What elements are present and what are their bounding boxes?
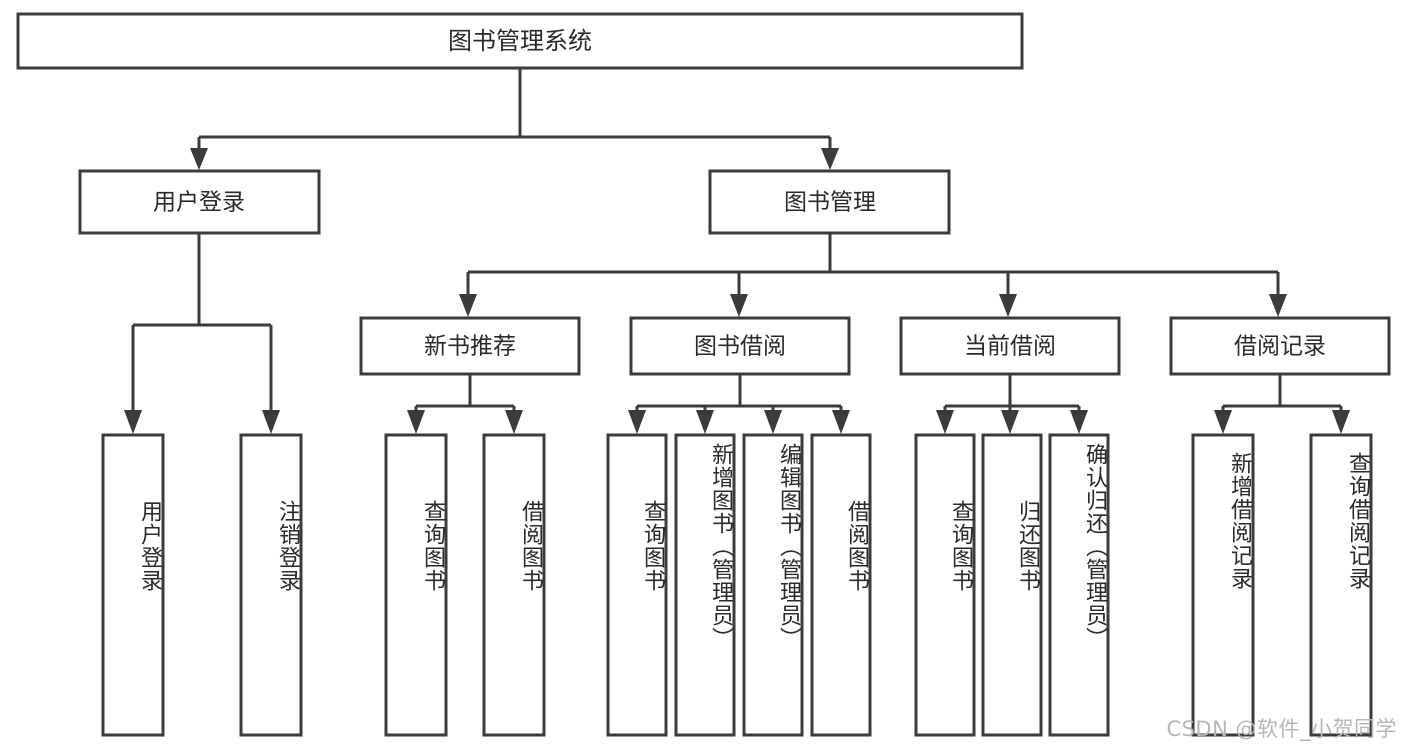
arrow-head-icon: [505, 410, 523, 434]
node-root-label: 图书管理系统: [448, 27, 592, 55]
arrow-head-icon: [628, 410, 646, 434]
leaf-box-user-login[interactable]: [101, 433, 165, 737]
leaf-boxes: [101, 433, 1373, 737]
connector-borrowrecord-to-leaves: [1214, 374, 1350, 434]
node-current-borrow-label: 当前借阅: [964, 334, 1056, 360]
leaf-box-logout[interactable]: [239, 433, 303, 737]
arrow-head-icon: [1001, 410, 1019, 434]
arrow-head-icon: [832, 410, 850, 434]
arrow-head-icon: [764, 410, 782, 434]
leaf-box-add-book[interactable]: [674, 433, 736, 737]
leaf-box-borrow-book-2[interactable]: [810, 433, 872, 737]
arrow-head-icon: [696, 410, 714, 434]
leaf-box-query-record[interactable]: [1309, 433, 1373, 737]
arrow-head-icon: [262, 410, 280, 434]
node-borrow-record-label: 借阅记录: [1234, 334, 1326, 360]
node-book-manage-label: 图书管理: [784, 190, 876, 216]
node-current-borrow[interactable]: 当前借阅: [899, 316, 1121, 376]
leaf-box-edit-book[interactable]: [742, 433, 804, 737]
node-new-book-rec[interactable]: 新书推荐: [359, 316, 581, 376]
node-user-login-label: 用户登录: [153, 190, 245, 216]
leaf-box-query-book-3[interactable]: [914, 433, 976, 737]
node-book-borrow-label: 图书借阅: [694, 334, 786, 360]
leaf-box-confirm-return[interactable]: [1048, 433, 1110, 737]
arrow-head-icon: [936, 410, 954, 434]
connector-bookmanage-to-level3: [459, 233, 1287, 317]
connector-userlogin-to-leaves: [124, 233, 280, 434]
arrow-head-icon: [821, 148, 839, 170]
arrow-head-icon: [730, 294, 748, 317]
node-root[interactable]: 图书管理系统: [16, 12, 1024, 70]
node-book-manage[interactable]: 图书管理: [708, 169, 951, 235]
connector-newbook-to-leaves: [407, 374, 523, 434]
node-user-login[interactable]: 用户登录: [78, 169, 321, 235]
node-new-book-rec-label: 新书推荐: [424, 334, 516, 360]
connector-bookborrow-to-leaves: [628, 374, 850, 434]
arrow-head-icon: [1070, 410, 1088, 434]
csdn-watermark: CSDN @软件_小贺同学: [1166, 717, 1397, 741]
arrow-head-icon: [1332, 410, 1350, 434]
connector-currentborrow-to-leaves: [936, 374, 1088, 434]
arrow-head-icon: [190, 148, 208, 170]
leaf-box-borrow-book-1[interactable]: [482, 433, 546, 737]
arrow-head-icon: [1214, 410, 1232, 434]
node-book-borrow[interactable]: 图书借阅: [629, 316, 851, 376]
leaf-box-query-book-2[interactable]: [606, 433, 668, 737]
arrow-head-icon: [459, 294, 477, 317]
arrow-head-icon: [407, 410, 425, 434]
node-borrow-record[interactable]: 借阅记录: [1169, 316, 1391, 376]
arrow-head-icon: [1269, 294, 1287, 317]
leaf-box-query-book-1[interactable]: [384, 433, 448, 737]
connector-root-to-level2: [190, 68, 839, 170]
leaf-box-add-record[interactable]: [1191, 433, 1255, 737]
arrow-head-icon: [124, 410, 142, 434]
arrow-head-icon: [999, 294, 1017, 317]
leaf-box-return-book[interactable]: [981, 433, 1043, 737]
